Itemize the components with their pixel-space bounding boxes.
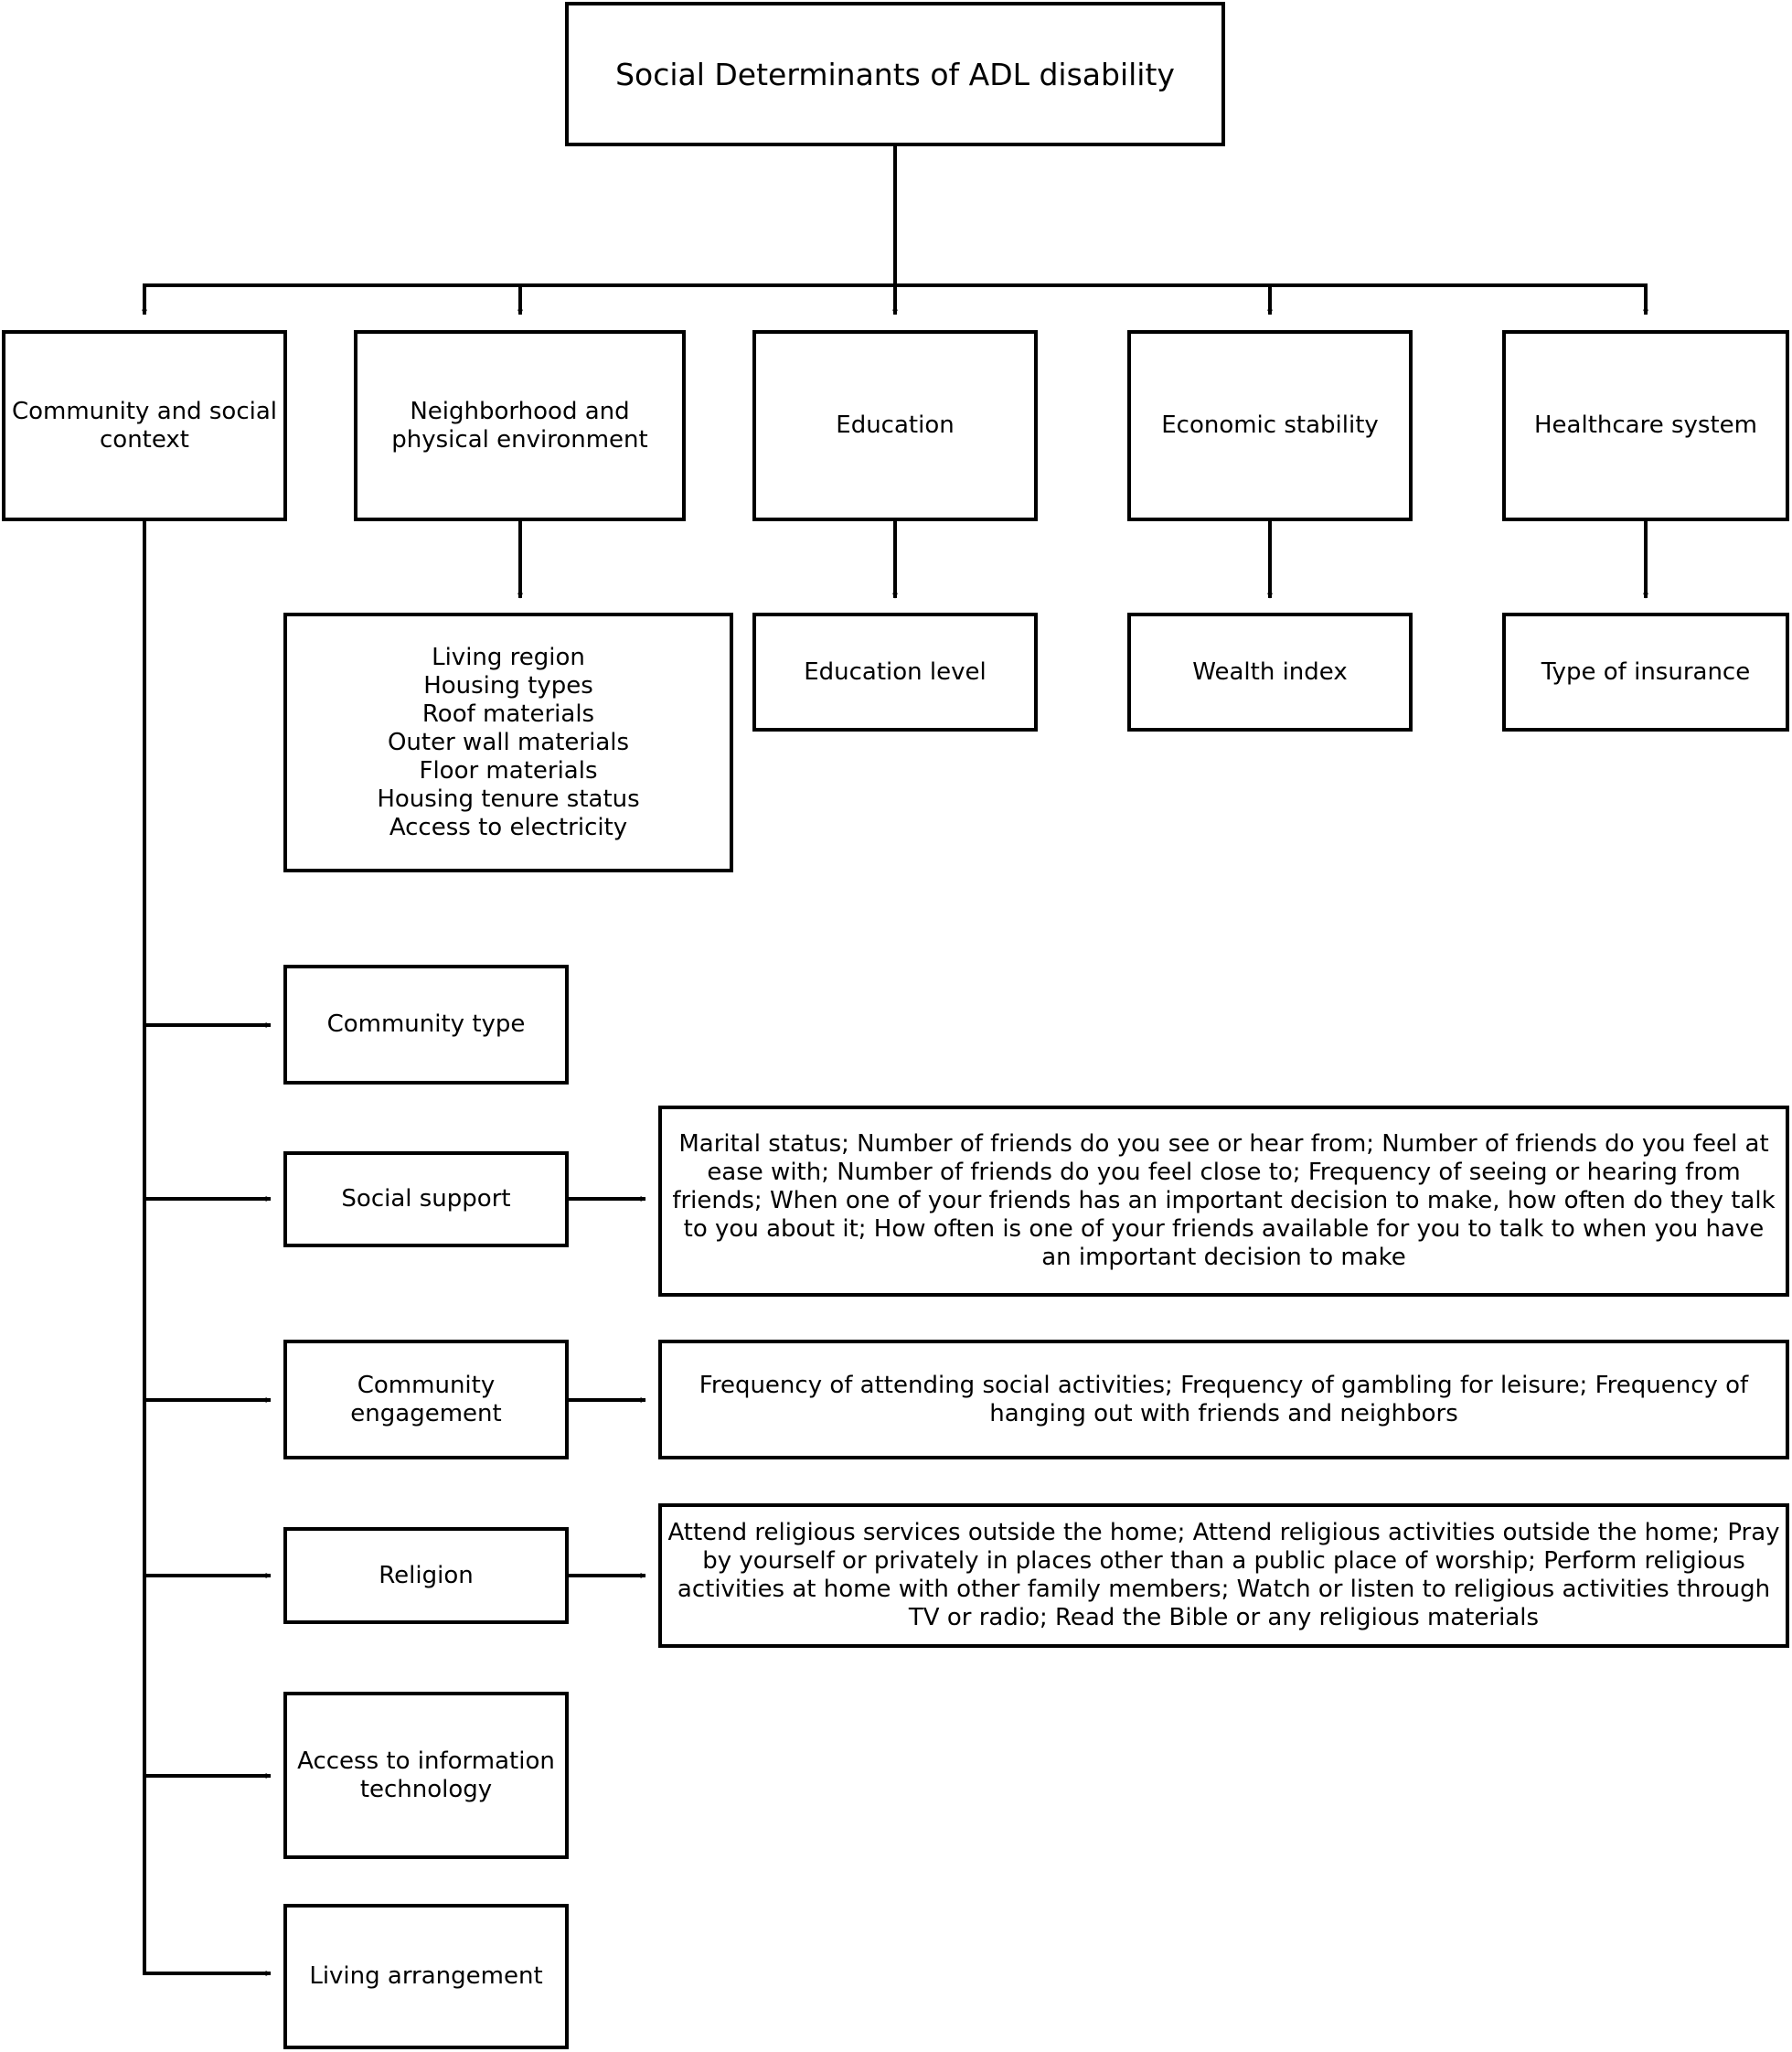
wealth-index-label: Wealth index	[1192, 657, 1348, 686]
social-support-details-node: Marital status; Number of friends do you…	[658, 1106, 1789, 1297]
religion-details-node: Attend religious services outside the ho…	[658, 1503, 1789, 1648]
neighborhood-item: Housing tenure status	[377, 785, 640, 813]
community-engagement-node: Community engagement	[283, 1340, 569, 1459]
community-type-node: Community type	[283, 965, 569, 1085]
social-support-details-text: Marital status; Number of friends do you…	[672, 1130, 1776, 1271]
insurance-node: Type of insurance	[1502, 613, 1789, 732]
living-arrangement-node: Living arrangement	[283, 1904, 569, 2049]
neighborhood-item: Living region	[432, 643, 585, 671]
social-support-node: Social support	[283, 1151, 569, 1247]
category-neighborhood-label: Neighborhood and physical environment	[391, 397, 648, 454]
community-engagement-details-text: Frequency of attending social activities…	[699, 1371, 1749, 1427]
it-access-node: Access to information technology	[283, 1692, 569, 1859]
category-economic-label: Economic stability	[1161, 411, 1379, 439]
insurance-label: Type of insurance	[1541, 657, 1751, 686]
category-community-node: Community and social context	[2, 330, 287, 521]
neighborhood-item: Outer wall materials	[387, 728, 630, 756]
category-education-label: Education	[836, 411, 955, 439]
education-level-node: Education level	[752, 613, 1038, 732]
community-engagement-details-node: Frequency of attending social activities…	[658, 1340, 1789, 1459]
category-economic-node: Economic stability	[1127, 330, 1413, 521]
root-label: Social Determinants of ADL disability	[615, 56, 1175, 92]
social-support-label: Social support	[341, 1185, 511, 1213]
neighborhood-items-node: Living region Housing types Roof materia…	[283, 613, 733, 872]
it-access-label: Access to information technology	[297, 1747, 555, 1803]
category-healthcare-label: Healthcare system	[1534, 411, 1757, 439]
neighborhood-item: Roof materials	[421, 700, 595, 728]
neighborhood-item: Floor materials	[419, 756, 598, 785]
neighborhood-item: Access to electricity	[389, 813, 628, 841]
community-engagement-label: Community engagement	[350, 1371, 502, 1427]
education-level-label: Education level	[804, 657, 987, 686]
category-education-node: Education	[752, 330, 1038, 521]
religion-label: Religion	[379, 1561, 474, 1589]
root-node: Social Determinants of ADL disability	[565, 2, 1225, 146]
neighborhood-item: Housing types	[423, 671, 593, 700]
category-healthcare-node: Healthcare system	[1502, 330, 1789, 521]
religion-node: Religion	[283, 1527, 569, 1624]
wealth-index-node: Wealth index	[1127, 613, 1413, 732]
living-arrangement-label: Living arrangement	[309, 1962, 543, 1990]
category-neighborhood-node: Neighborhood and physical environment	[354, 330, 686, 521]
religion-details-text: Attend religious services outside the ho…	[667, 1519, 1780, 1631]
category-community-label: Community and social context	[11, 397, 278, 454]
community-type-label: Community type	[326, 1010, 526, 1038]
